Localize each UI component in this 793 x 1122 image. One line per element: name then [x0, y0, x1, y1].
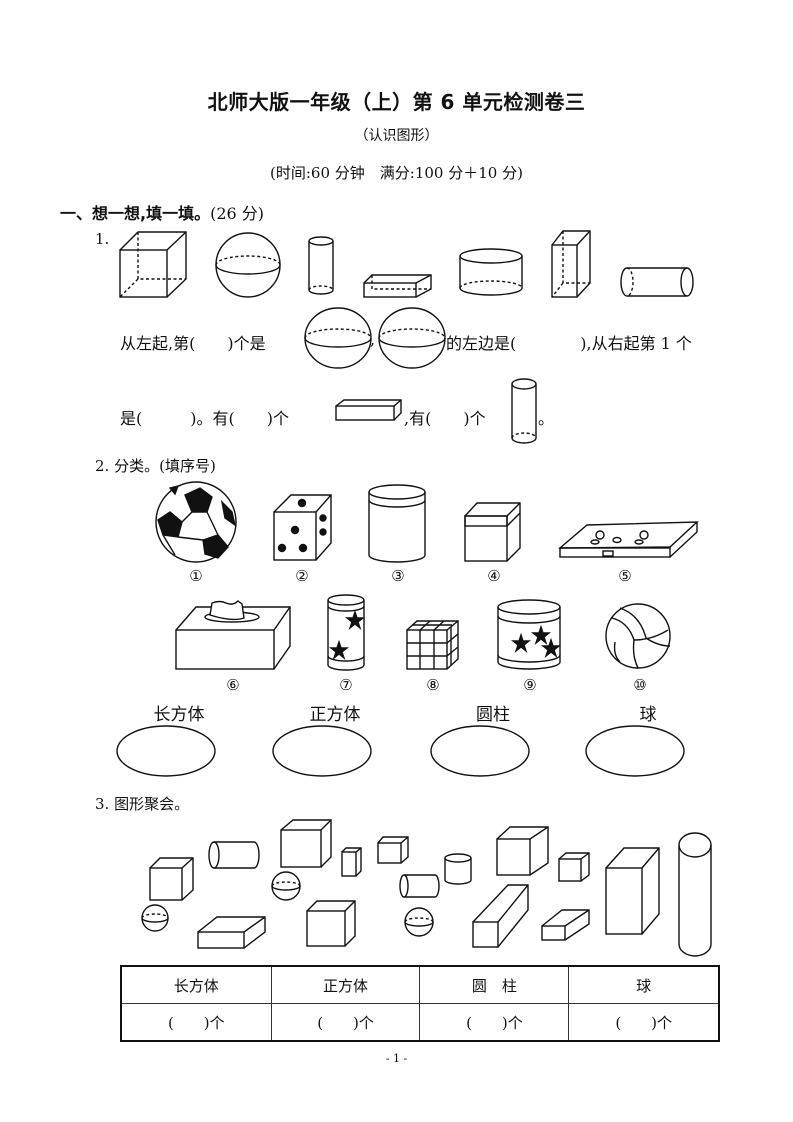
shape-count-table: 长方体 正方体 圆 柱 球 ( )个 ( )个 ( )个 ( )个 [120, 965, 720, 1042]
q1-line1-text-b: 的左边是( ),从右起第 1 个 [446, 334, 692, 353]
short-cylinder-shape [459, 248, 523, 296]
answer-oval-sphere [585, 725, 685, 777]
category-ovals [116, 725, 685, 777]
dice-icon [273, 494, 332, 561]
q2-item-label: ④ [487, 567, 501, 585]
cube-shape [306, 900, 356, 947]
q2-prompt: 分类。(填序号) [114, 457, 216, 475]
category-label-cube: 正方体 [309, 705, 361, 725]
cube-shape [377, 836, 409, 864]
q1-inline-spheres [304, 307, 446, 369]
sphere-icon [378, 307, 446, 369]
sphere-shape [271, 871, 301, 901]
page-number: - 1 - [385, 1052, 408, 1065]
answer-blank-cylinder[interactable]: ( )个 [419, 1003, 570, 1042]
q2-item-label: ① [189, 567, 203, 585]
cylinder-shape [444, 853, 472, 885]
cube-shape [558, 852, 590, 882]
cylinder-shape [678, 832, 712, 957]
category-label-sphere: 球 [639, 705, 657, 725]
tall-cuboid-shape [551, 230, 591, 298]
q2-item-label: ⑦ [339, 676, 353, 694]
tall-cylinder-shape [308, 236, 334, 295]
cuboid-shape [341, 847, 362, 877]
q1-number: 1. [95, 230, 110, 248]
page-subtitle: （认识图形） [354, 128, 439, 144]
q2-objects [155, 481, 699, 671]
cuboid-shape [605, 847, 660, 935]
table-row: ( )个 ( )个 ( )个 ( )个 [120, 1003, 720, 1042]
answer-blank-cube[interactable]: ( )个 [270, 1003, 421, 1042]
sphere-shape [404, 907, 434, 937]
q1-line1-text-a: 从左起,第( )个是 [120, 334, 266, 353]
category-label-cylinder: 圆柱 [476, 705, 510, 725]
q2-item-label: ② [295, 567, 309, 585]
answer-oval-cube [272, 725, 372, 777]
q2-item-label: ⑨ [523, 676, 537, 694]
q3-number: 3. [95, 795, 110, 813]
q1-line2-end: 。 [538, 409, 555, 428]
q1-shapes-row [119, 230, 694, 298]
cylinder-can-icon [368, 484, 426, 563]
cuboid-shape [472, 884, 529, 948]
q3-heading: 3. 图形聚会。 [95, 793, 189, 814]
table-header-cell: 球 [568, 965, 720, 1004]
table-header-row: 长方体 正方体 圆 柱 球 [120, 965, 720, 1004]
q2-item-label: ⑤ [618, 567, 632, 585]
star-drum-icon [497, 599, 561, 670]
answer-oval-cuboid [116, 725, 216, 777]
cuboid-shape [197, 916, 266, 949]
cube-shape [496, 826, 549, 876]
table-header-cell: 圆 柱 [419, 965, 570, 1004]
section-heading: 一、想一想,填一填。(26 分) [60, 200, 264, 224]
q1-line1: 从左起,第( )个是 [120, 330, 266, 354]
section-title: 一、想一想,填一填。 [60, 204, 211, 223]
q1-line2-text-a: 是( )。有( )个 [120, 409, 289, 428]
answer-oval-cylinder [430, 725, 530, 777]
box-icon [464, 502, 521, 562]
volleyball-icon [605, 603, 671, 669]
q1-comma: , [370, 330, 376, 349]
flat-cuboid-shape [363, 274, 432, 298]
table-header-cell: 长方体 [120, 965, 272, 1004]
exam-meta: (时间:60 分钟 满分:100 分＋10 分) [270, 164, 523, 182]
cylinder-shape [399, 874, 440, 898]
q2-item-label: ⑩ [633, 676, 647, 694]
q2-item-label: ⑧ [426, 676, 440, 694]
cuboid-icon [335, 399, 402, 421]
q1-line2-text-b: ,有( )个 [404, 409, 486, 428]
sphere-icon [304, 307, 372, 369]
table-header-cell: 正方体 [270, 965, 421, 1004]
q2-item-label: ③ [391, 567, 405, 585]
cuboid-shape [541, 909, 590, 941]
q2-item-label: ⑥ [226, 676, 240, 694]
section-score: (26 分) [210, 204, 265, 223]
page-title: 北师大版一年级（上）第 6 单元检测卷三 [207, 90, 586, 114]
cube-shape [149, 857, 194, 901]
cube-shape [119, 231, 187, 298]
star-can-icon [327, 594, 365, 671]
q3-shape-gathering [141, 819, 712, 957]
q2-number: 2. [95, 457, 110, 475]
q3-prompt: 图形聚会。 [114, 795, 190, 813]
sphere-shape [141, 904, 169, 932]
q2-heading: 2. 分类。(填序号) [95, 455, 216, 476]
rubik-cube-icon [406, 620, 459, 670]
category-label-cuboid: 长方体 [153, 705, 205, 725]
cube-shape [280, 819, 332, 868]
sphere-shape [215, 232, 281, 298]
flat-toy-box-icon [558, 521, 699, 558]
tissue-box-icon [175, 600, 291, 670]
answer-blank-cuboid[interactable]: ( )个 [120, 1003, 272, 1042]
answer-blank-sphere[interactable]: ( )个 [568, 1003, 720, 1042]
lying-cylinder-shape [620, 267, 694, 297]
cylinder-icon [511, 378, 537, 444]
soccer-ball-icon [155, 481, 237, 563]
cylinder-shape [208, 841, 260, 869]
